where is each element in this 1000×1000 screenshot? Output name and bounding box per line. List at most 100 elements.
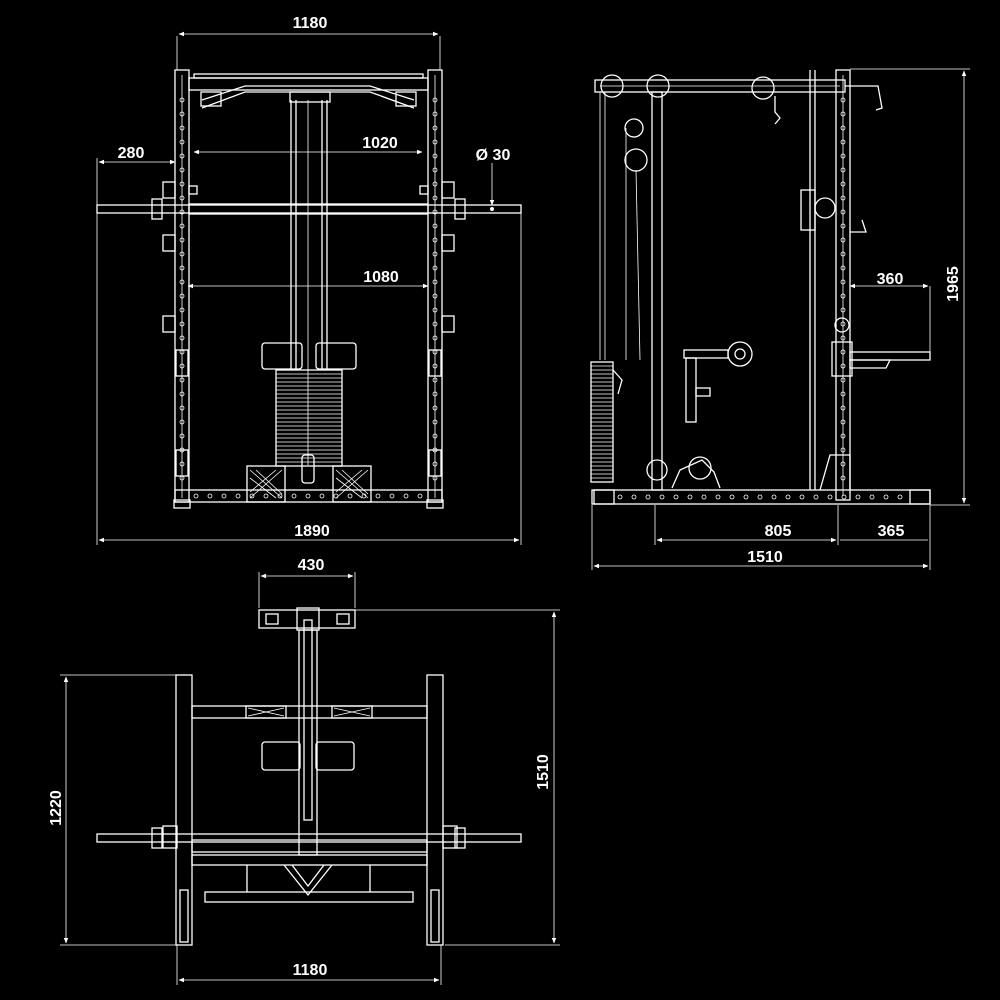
label-spotter-arm: 360 (877, 271, 904, 288)
base-hole (277, 493, 283, 499)
base-hole (701, 494, 707, 500)
upright-hole (840, 125, 846, 131)
base-hole (617, 494, 623, 500)
dim-side-height: 1965 (850, 68, 970, 506)
dim-top-bar-width: 430 (258, 557, 356, 608)
base-hole (869, 494, 875, 500)
upright-hole (840, 153, 846, 159)
label-base-front: 805 (765, 523, 792, 540)
label-base-rear: 365 (878, 523, 905, 540)
top-view-seat (261, 741, 355, 771)
upright-hole (840, 209, 846, 215)
upright-hole (432, 153, 438, 159)
upright-hole (840, 405, 846, 411)
side-front-upright (800, 69, 867, 501)
dim-bar-diameter: Ø 30 (476, 147, 511, 206)
base-hole (645, 494, 651, 500)
upright-hole (179, 391, 185, 397)
upright-hole (179, 167, 185, 173)
front-right-upright (427, 69, 443, 503)
upright-hole (179, 461, 185, 467)
upright-hole (432, 181, 438, 187)
upright-hole (179, 377, 185, 383)
upright-hole (840, 279, 846, 285)
j-hooks (162, 181, 455, 477)
upright-hole (179, 405, 185, 411)
upright-hole (179, 251, 185, 257)
top-view-frame (175, 674, 444, 946)
base-hole (785, 494, 791, 500)
upright-hole (179, 153, 185, 159)
upright-hole (179, 181, 185, 187)
dim-front-width-top: 1180 (176, 15, 441, 70)
side-attachment (646, 341, 753, 489)
upright-hole (432, 111, 438, 117)
base-hole (305, 493, 311, 499)
top-view-footplate (204, 864, 414, 903)
base-hole (757, 494, 763, 500)
front-left-upright (174, 69, 190, 503)
upright-hole (432, 405, 438, 411)
base-hole (715, 494, 721, 500)
upright-hole (179, 279, 185, 285)
upright-hole (179, 195, 185, 201)
label-frame-depth: 1220 (48, 790, 65, 826)
upright-hole (432, 223, 438, 229)
base-hole (235, 493, 241, 499)
upright-hole (840, 293, 846, 299)
upright-hole (840, 377, 846, 383)
label-top-bar-width: 430 (298, 557, 325, 574)
upright-hole (840, 181, 846, 187)
upright-hole (179, 293, 185, 299)
base-hole (631, 494, 637, 500)
upright-hole (840, 447, 846, 453)
upright-hole (840, 167, 846, 173)
label-bar-diameter: Ø 30 (476, 147, 511, 164)
base-hole (221, 493, 227, 499)
upright-hole (432, 363, 438, 369)
upright-hole (432, 321, 438, 327)
base-hole (883, 494, 889, 500)
weight-stack (261, 342, 357, 484)
top-view-barbell (96, 825, 522, 849)
base-hole (799, 494, 805, 500)
base-hole (687, 494, 693, 500)
upright-hole (840, 321, 846, 327)
side-top-beam (594, 74, 883, 125)
upright-hole (840, 111, 846, 117)
upright-hole (432, 377, 438, 383)
base-hole (193, 493, 199, 499)
upright-hole (432, 139, 438, 145)
upright-hole (179, 125, 185, 131)
label-inner-width-upper: 1020 (362, 135, 398, 152)
upright-hole (179, 237, 185, 243)
front-barbell (96, 198, 522, 220)
upright-hole (840, 307, 846, 313)
label-bar-length: 1890 (294, 523, 330, 540)
base-hole (333, 493, 339, 499)
label-bar-overhang: 280 (118, 145, 145, 162)
upright-hole (432, 335, 438, 341)
upright-hole (179, 433, 185, 439)
upright-hole (432, 265, 438, 271)
upright-hole (840, 195, 846, 201)
label-side-height: 1965 (945, 266, 962, 302)
top-view: 430 1220 1510 1180 (48, 557, 560, 985)
base-hole (729, 494, 735, 500)
base-hole (771, 494, 777, 500)
upright-hole (432, 461, 438, 467)
upright-hole (840, 349, 846, 355)
base-hole (389, 493, 395, 499)
upright-hole (432, 195, 438, 201)
upright-hole (432, 209, 438, 215)
upright-hole (179, 363, 185, 369)
upright-hole (432, 237, 438, 243)
dim-frame-depth: 1220 (48, 674, 178, 946)
base-hole (743, 494, 749, 500)
base-hole (207, 493, 213, 499)
base-hole (417, 493, 423, 499)
upright-hole (179, 307, 185, 313)
upright-hole (840, 335, 846, 341)
upright-hole (840, 265, 846, 271)
